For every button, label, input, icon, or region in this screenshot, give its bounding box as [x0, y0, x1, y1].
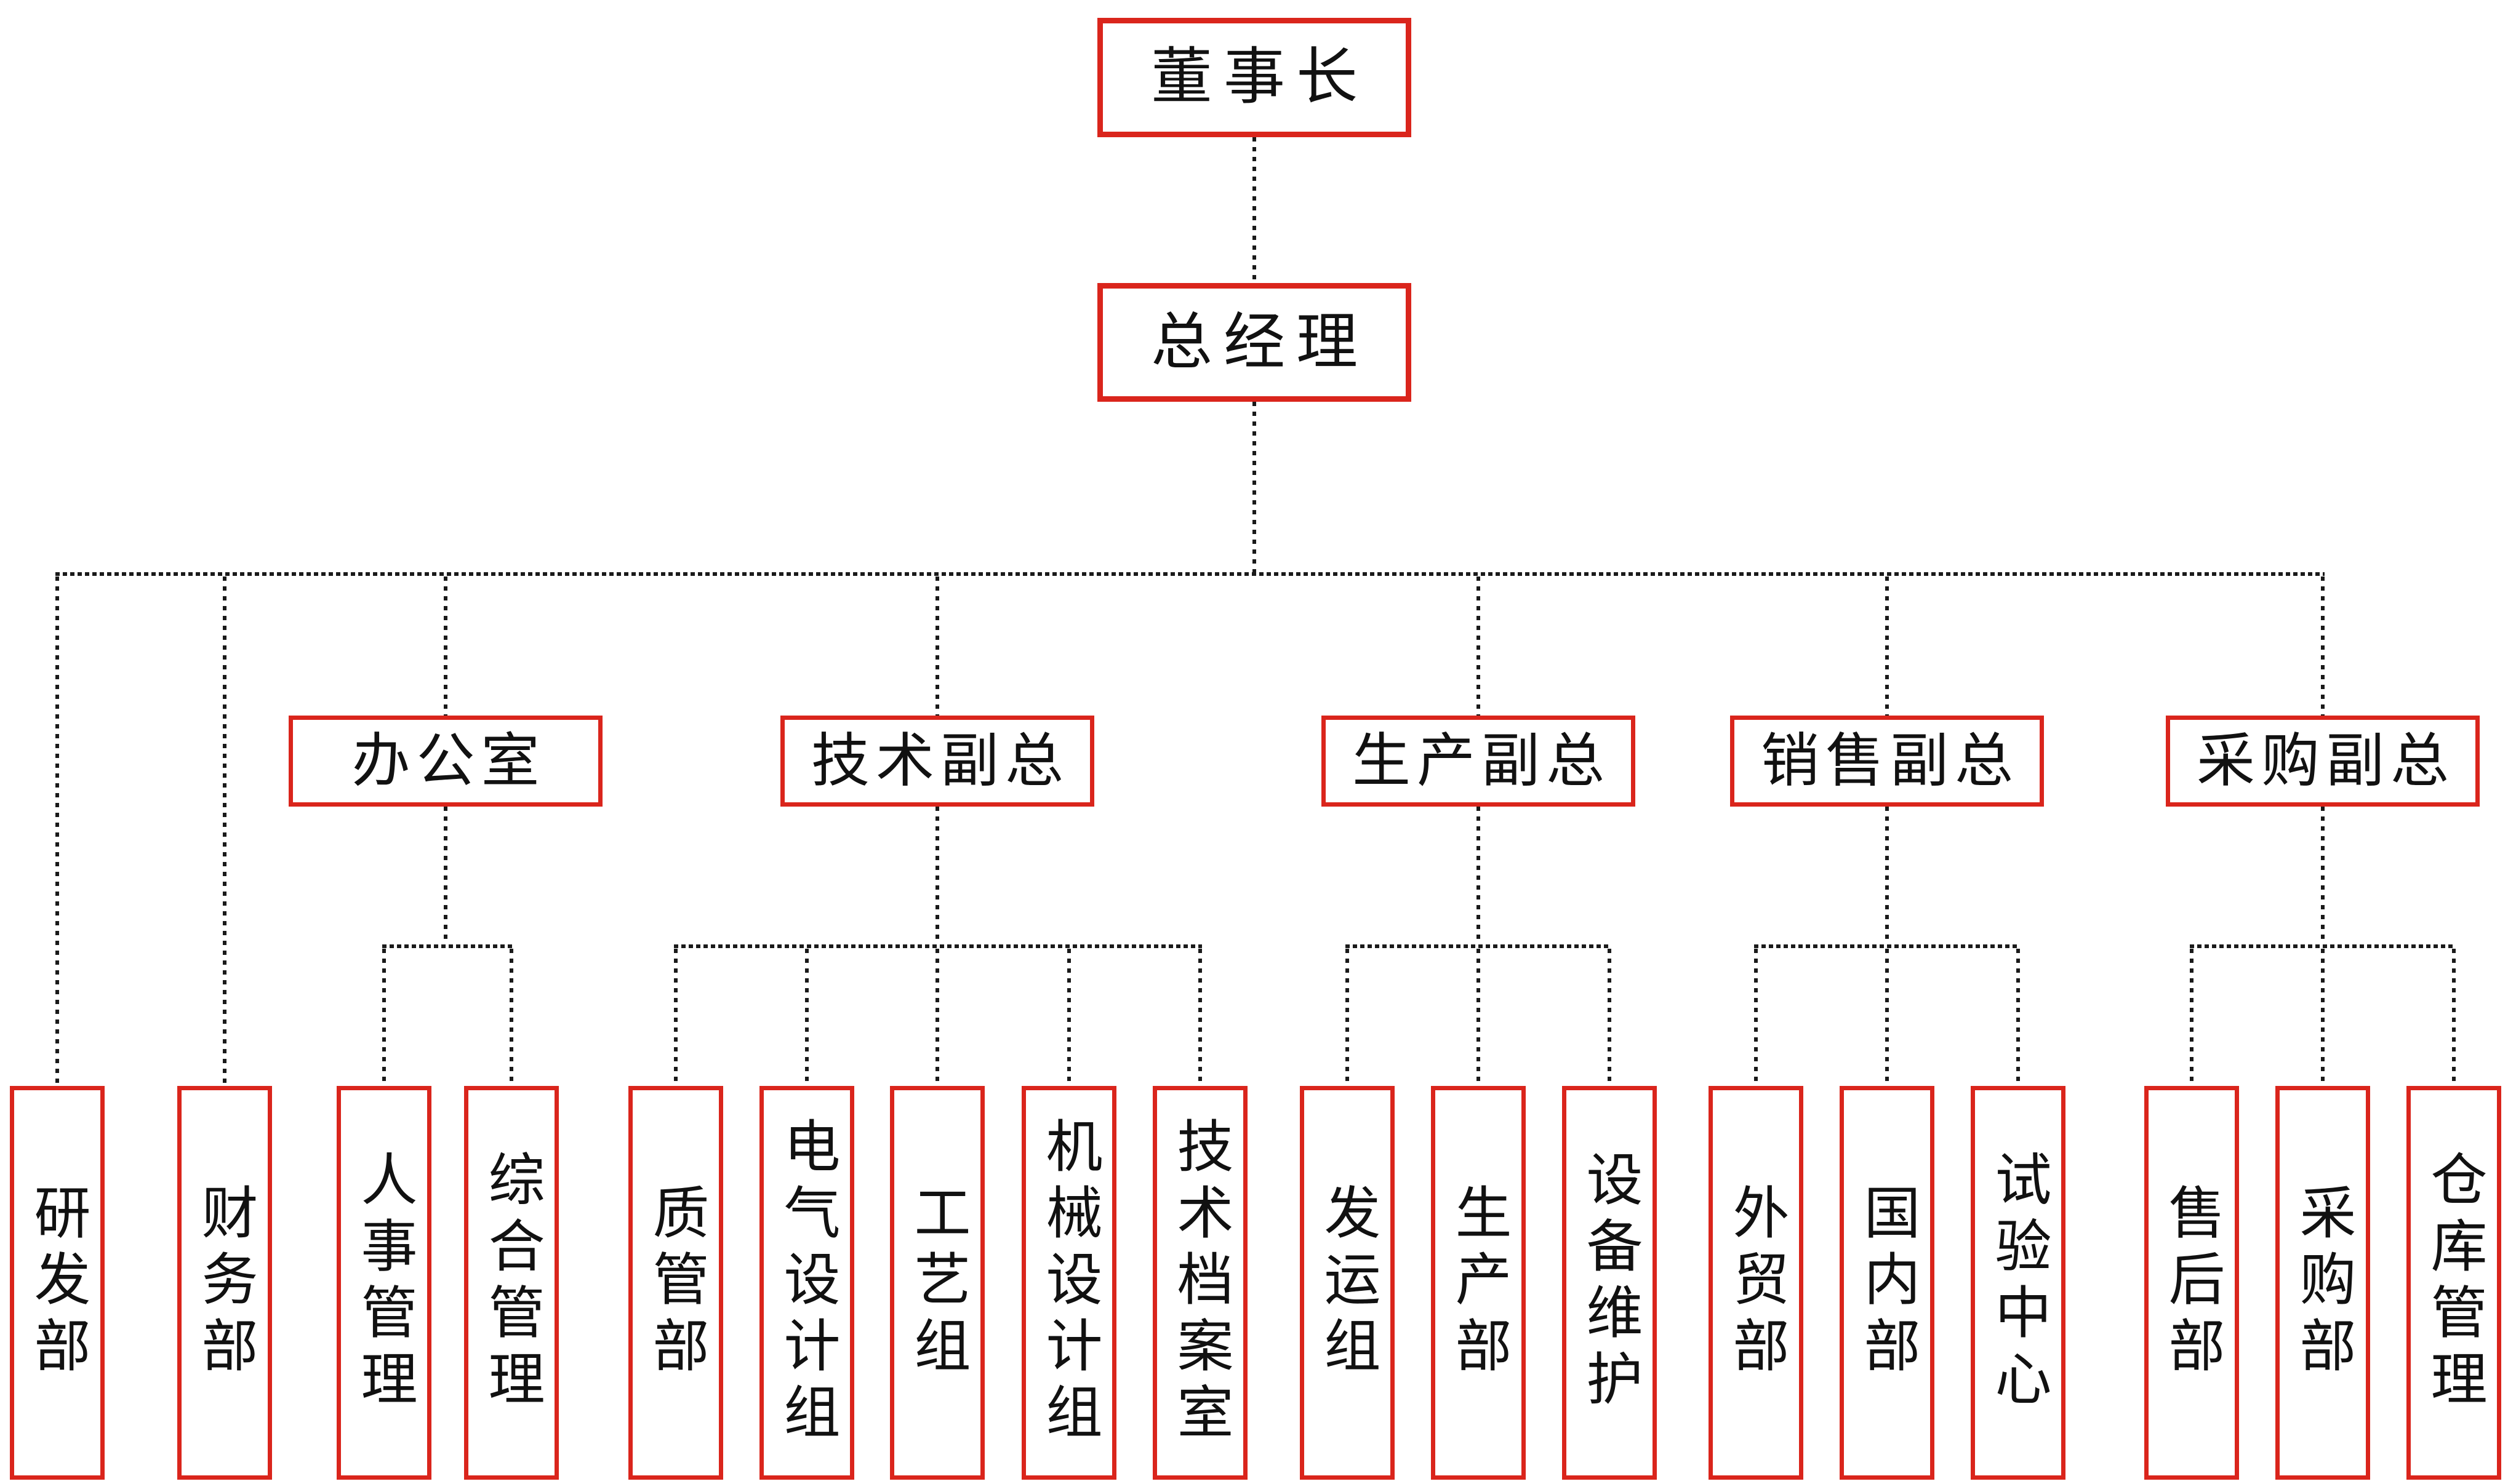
org-node-after-sales-dept: 售后部: [2144, 1086, 2239, 1480]
org-node-finance-dept: 财务部: [177, 1086, 272, 1480]
connector-to-equipment-maintenance: [1608, 949, 1611, 1086]
connector-trunk-office: [444, 576, 447, 716]
bracket-procurement-vp: [2190, 944, 2456, 948]
connector-to-process-team: [935, 949, 939, 1086]
connector-to-domestic-dept: [1885, 949, 1889, 1086]
org-node-hr-management: 人事管理: [337, 1086, 431, 1480]
connector-to-general-affairs: [510, 949, 513, 1086]
org-node-electrical-design-team: 电气设计组: [759, 1086, 854, 1480]
org-node-shipping-team: 发运组: [1300, 1086, 1395, 1480]
org-node-general-affairs: 综合管理: [464, 1086, 559, 1480]
domestic-dept-label: 国内部: [1856, 1183, 1918, 1382]
connector-procurement-vp-bracket: [2321, 807, 2325, 944]
warehouse-management-label: 仓库管理: [2422, 1150, 2485, 1416]
connector-to-quality-dept: [674, 949, 678, 1086]
connector-trunk-procurement-vp: [2321, 576, 2325, 716]
org-node-tech-archives: 技术档案室: [1153, 1086, 1248, 1480]
connector-production-vp-bracket: [1476, 807, 1480, 944]
after-sales-dept-label: 售后部: [2160, 1183, 2223, 1382]
org-node-quality-dept: 质管部: [628, 1086, 723, 1480]
equipment-maintenance-label: 设备维护: [1578, 1150, 1641, 1416]
test-center-label: 试验中心: [1987, 1150, 2049, 1416]
org-node-production-dept: 生产部: [1431, 1086, 1526, 1480]
finance-dept-label: 财务部: [193, 1183, 256, 1382]
connector-to-production-dept: [1476, 949, 1480, 1086]
bracket-sales-vp: [1754, 944, 2020, 948]
general-manager-label: 总经理: [1151, 308, 1369, 377]
connector-to-foreign-trade: [1754, 949, 1758, 1086]
shipping-team-label: 发运组: [1316, 1183, 1379, 1382]
procurement-vp-label: 采购副总: [2196, 728, 2455, 794]
connector-gm-trunk: [1252, 402, 1256, 572]
org-node-production-vp: 生产副总: [1321, 716, 1635, 807]
org-node-foreign-trade-dept: 外贸部: [1709, 1086, 1803, 1480]
bracket-production-vp: [1345, 944, 1611, 948]
tech-vp-label: 技术副总: [811, 728, 1070, 794]
office-label: 办公室: [351, 728, 546, 794]
org-node-rnd-dept: 研发部: [10, 1086, 105, 1480]
quality-dept-label: 质管部: [644, 1183, 707, 1382]
electrical-design-team-label: 电气设计组: [775, 1117, 838, 1449]
sales-vp-label: 销售副总: [1760, 728, 2019, 794]
org-node-general-manager: 总经理: [1097, 283, 1411, 402]
connector-tech-vp-bracket: [935, 807, 939, 944]
org-node-tech-vp: 技术副总: [780, 716, 1094, 807]
connector-to-after-sales: [2190, 949, 2193, 1086]
org-node-equipment-maintenance: 设备维护: [1562, 1086, 1657, 1480]
org-node-purchasing-dept: 采购部: [2275, 1086, 2370, 1480]
bracket-office: [382, 944, 513, 948]
foreign-trade-dept-label: 外贸部: [1725, 1183, 1787, 1382]
rnd-dept-label: 研发部: [26, 1183, 89, 1382]
org-node-office: 办公室: [289, 716, 603, 807]
purchasing-dept-label: 采购部: [2291, 1183, 2354, 1382]
org-node-mechanical-design-team: 机械设计组: [1022, 1086, 1116, 1480]
connector-office-bracket: [444, 807, 447, 944]
hr-management-label: 人事管理: [353, 1150, 415, 1416]
connector-trunk-production-vp: [1476, 576, 1480, 716]
connector-to-warehouse-management: [2452, 949, 2456, 1086]
connector-to-tech-archives: [1198, 949, 1202, 1086]
connector-trunk: [55, 572, 2325, 576]
chairman-label: 董事长: [1151, 43, 1369, 111]
mechanical-design-team-label: 机械设计组: [1038, 1117, 1100, 1449]
connector-to-hr-management: [382, 949, 386, 1086]
org-node-test-center: 试验中心: [1971, 1086, 2065, 1480]
connector-to-mechanical-design: [1067, 949, 1071, 1086]
org-node-sales-vp: 销售副总: [1730, 716, 2044, 807]
process-team-label: 工艺组: [906, 1183, 969, 1382]
connector-trunk-rnd: [55, 576, 59, 1086]
tech-archives-label: 技术档案室: [1169, 1117, 1232, 1449]
org-node-chairman: 董事长: [1097, 18, 1411, 137]
connector-trunk-finance: [223, 576, 226, 1086]
org-node-process-team: 工艺组: [890, 1086, 985, 1480]
org-node-procurement-vp: 采购副总: [2166, 716, 2480, 807]
org-node-warehouse-management: 仓库管理: [2406, 1086, 2501, 1480]
connector-to-shipping-team: [1345, 949, 1349, 1086]
org-node-domestic-dept: 国内部: [1840, 1086, 1934, 1480]
connector-to-electrical-design: [805, 949, 809, 1086]
bracket-tech-vp: [674, 944, 1202, 948]
production-vp-label: 生产副总: [1352, 728, 1611, 794]
production-dept-label: 生产部: [1447, 1183, 1510, 1382]
connector-to-test-center: [2016, 949, 2020, 1086]
connector-trunk-sales-vp: [1885, 576, 1889, 716]
connector-to-purchasing-dept: [2321, 949, 2325, 1086]
general-affairs-label: 综合管理: [480, 1150, 543, 1416]
connector-sales-vp-bracket: [1885, 807, 1889, 944]
connector-chairman-gm: [1252, 137, 1256, 283]
connector-trunk-tech-vp: [935, 576, 939, 716]
